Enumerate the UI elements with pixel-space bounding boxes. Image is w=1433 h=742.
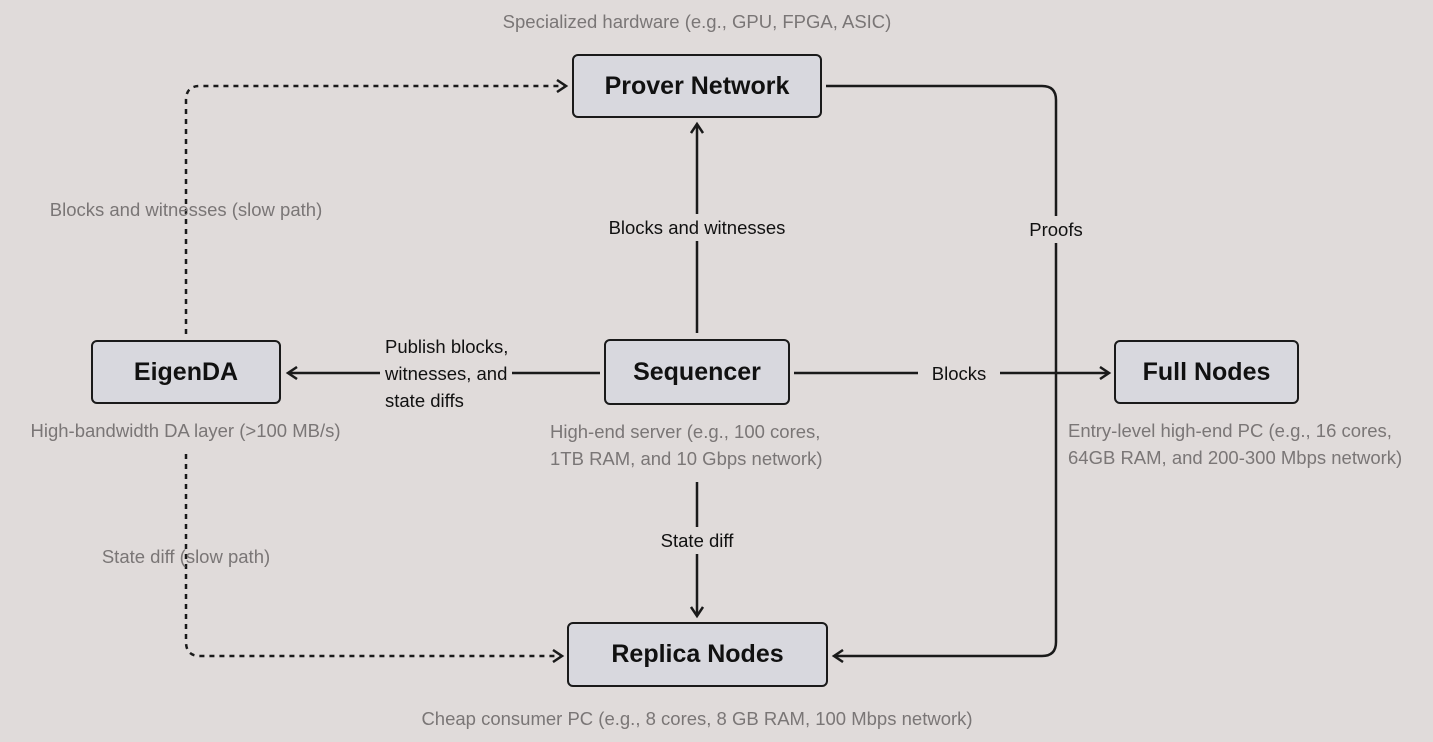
edge-label-blocks: Blocks [918, 360, 1000, 387]
edge-label-publish-line-2: witnesses, and [380, 360, 513, 387]
full-nodes-label: Full Nodes [1142, 357, 1271, 386]
edge-label-state-diff: State diff [642, 527, 752, 554]
replica-nodes-label: Replica Nodes [611, 640, 784, 668]
edge-label-state-diff-slow: State diff (slow path) [101, 546, 271, 567]
edge-eigenda-to-replica [184, 454, 562, 656]
edge-label-blocks-and-witnesses-slow: Blocks and witnesses (slow path) [49, 199, 323, 220]
eigenda-caption: High-bandwidth DA layer (>100 MB/s) [30, 420, 341, 441]
edge-eigenda-to-prover [184, 86, 566, 334]
prover-network-node[interactable]: Prover Network [572, 54, 822, 118]
sequencer-caption-line-1: High-end server (e.g., 100 cores, [550, 421, 821, 442]
full-nodes-caption-line-1: Entry-level high-end PC (e.g., 16 cores, [1068, 420, 1392, 441]
eigenda-label: EigenDA [133, 357, 239, 386]
sequencer-caption-line-2: 1TB RAM, and 10 Gbps network) [550, 448, 823, 469]
edge-label-blocks-and-witnesses: Blocks and witnesses [597, 214, 797, 241]
edge-label-publish-line-1: Publish blocks, [380, 333, 514, 360]
edge-prover-to-replica [826, 84, 1058, 656]
edge-label-proofs: Proofs [1016, 216, 1096, 243]
replica-nodes-caption: Cheap consumer PC (e.g., 8 cores, 8 GB R… [421, 708, 973, 729]
prover-network-label: Prover Network [604, 71, 790, 100]
full-nodes-caption-line-2: 64GB RAM, and 200-300 Mbps network) [1068, 447, 1403, 468]
edge-label-publish-line-3: state diffs [380, 387, 469, 414]
replica-nodes-node[interactable]: Replica Nodes [567, 622, 828, 687]
sequencer-node[interactable]: Sequencer [604, 339, 790, 405]
full-nodes-node[interactable]: Full Nodes [1114, 340, 1299, 404]
prover-network-caption: Specialized hardware (e.g., GPU, FPGA, A… [502, 11, 892, 32]
sequencer-label: Sequencer [633, 357, 761, 386]
eigenda-node[interactable]: EigenDA [91, 340, 281, 404]
